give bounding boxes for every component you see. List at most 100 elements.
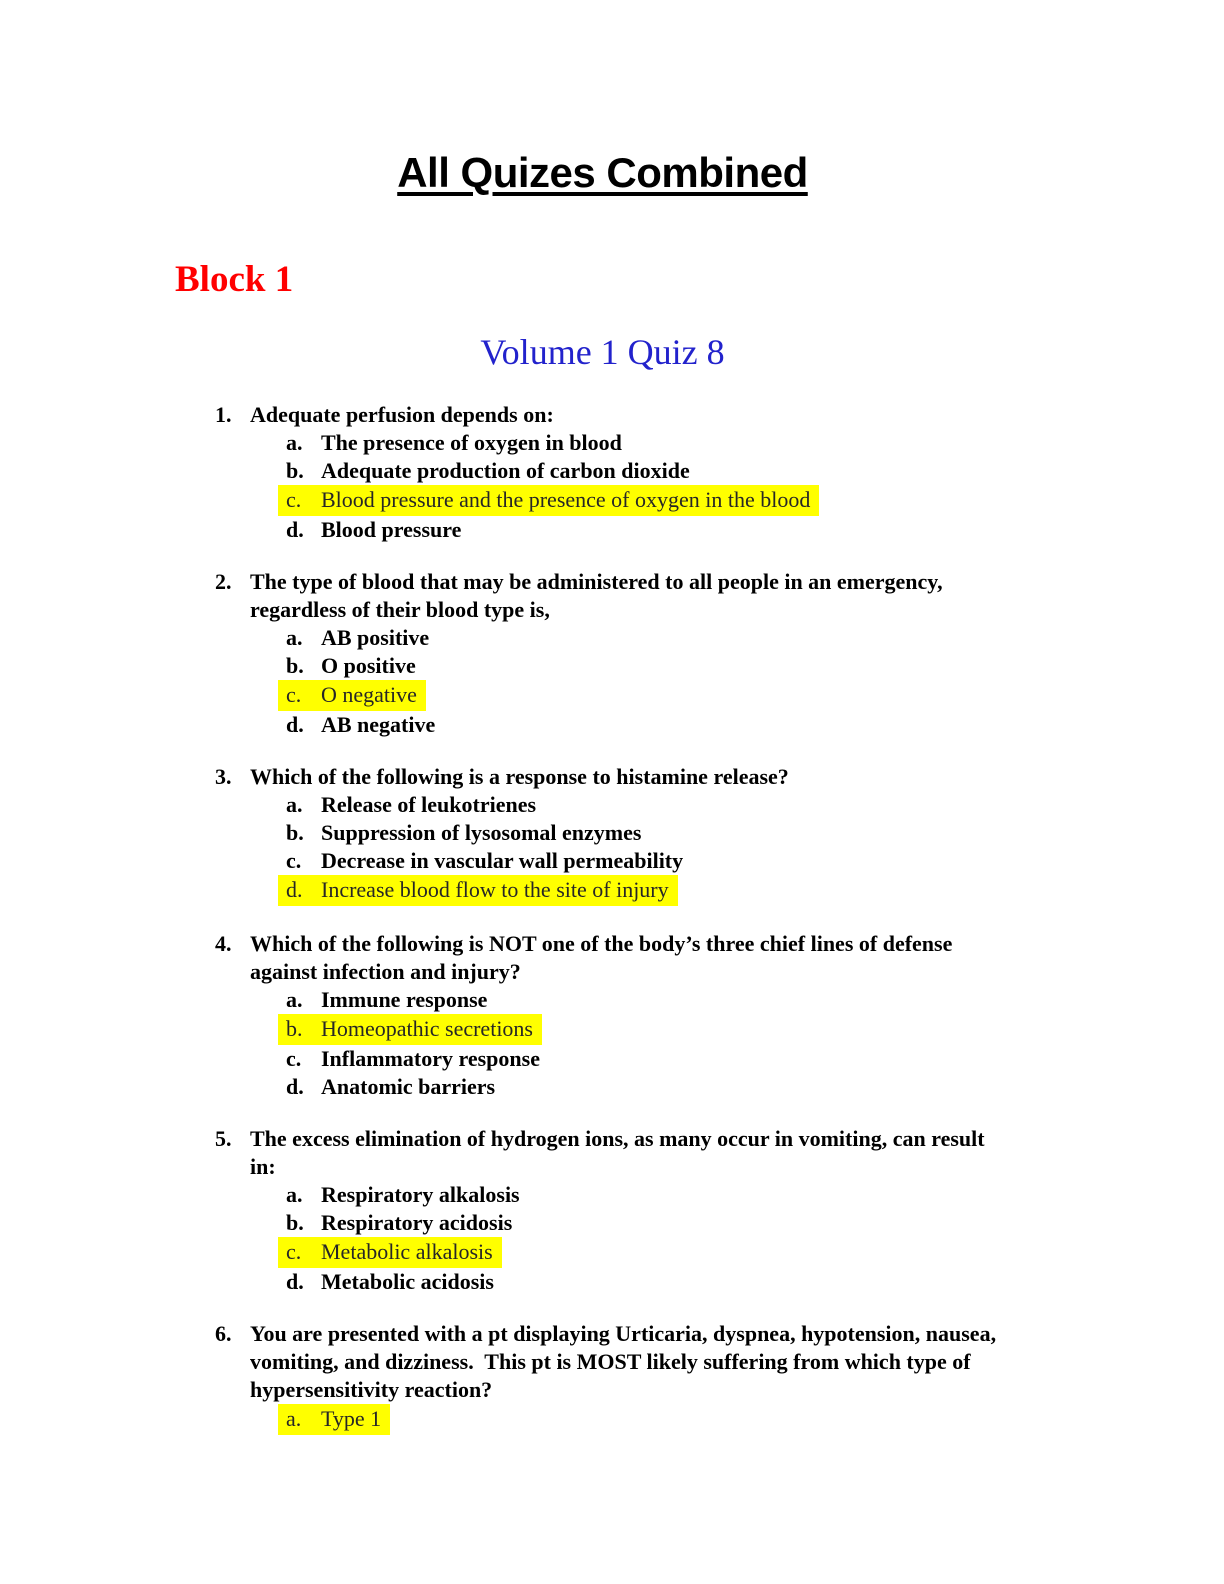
answer-option: b. Adequate production of carbon dioxide — [286, 457, 1030, 485]
answer-option: c. Inflammatory response — [286, 1045, 1030, 1073]
option-letter: d. — [286, 877, 303, 902]
option-text: Immune response — [321, 987, 488, 1012]
answer-option: b.Homeopathic secretions — [278, 1014, 1030, 1045]
option-letter: c. — [286, 1239, 302, 1264]
question-number: 2. — [215, 569, 232, 594]
question-line: against infection and injury? — [250, 959, 521, 984]
answer-option: a.AB positive — [286, 624, 1030, 652]
option-text: Metabolic alkalosis — [321, 1239, 493, 1264]
question-line: The type of blood that may be administer… — [250, 569, 943, 594]
answer-option: a. The presence of oxygen in blood — [286, 429, 1030, 457]
question-number: 3. — [215, 764, 232, 789]
question-line: Which of the following is NOT one of the… — [250, 931, 953, 956]
quiz-heading: Volume 1 Quiz 8 — [480, 332, 725, 372]
option-text: The presence of oxygen in blood — [321, 430, 622, 455]
answer-inner: b.O positive — [286, 652, 416, 680]
answer-option: b.O positive — [286, 652, 1030, 680]
answer-inner: a.AB positive — [286, 624, 429, 652]
option-text: Suppression of lysosomal enzymes — [321, 820, 642, 845]
questions-container: 1. Adequate perfusion depends on: a. The pr… — [175, 401, 1030, 1435]
option-letter: c. — [286, 1046, 302, 1071]
option-text: Homeopathic secretions — [321, 1016, 533, 1041]
answer-inner: d. Blood pressure — [286, 516, 461, 544]
answer-inner: b.Respiratory acidosis — [286, 1209, 512, 1237]
option-letter: a. — [286, 1406, 302, 1431]
option-letter: c. — [286, 487, 302, 512]
answer-inner: a.Release of leukotrienes — [286, 791, 536, 819]
answer-option: a. Immune response — [286, 986, 1030, 1014]
option-letter: a. — [286, 625, 303, 650]
question-item: 6.You are presented with a pt displaying… — [215, 1320, 1030, 1435]
option-letter: b. — [286, 458, 304, 483]
question-text: Adequate perfusion depends on: — [250, 401, 1030, 429]
option-letter: c. — [286, 682, 302, 707]
question-item: 1. Adequate perfusion depends on: a. The pr… — [215, 401, 1030, 544]
option-letter: a. — [286, 987, 303, 1012]
question-line: Which of the following is a response to … — [250, 764, 789, 789]
option-text: Blood pressure and the presence of oxyge… — [321, 487, 811, 512]
question-text: The excess elimination of hydrogen ions,… — [250, 1125, 1030, 1181]
option-letter: a. — [286, 430, 303, 455]
option-text: Type 1 — [321, 1406, 382, 1431]
question-head: 1. Adequate perfusion depends on: — [215, 401, 1030, 429]
question-head: 4. Which of the following is NOT one of t… — [215, 930, 1030, 986]
answer-option: d.Anatomic barriers — [286, 1073, 1030, 1101]
option-letter: b. — [286, 820, 304, 845]
option-letter: b. — [286, 1210, 304, 1235]
question-head: 3. Which of the following is a response t… — [215, 763, 1030, 791]
answer-option: a.Respiratory alkalosis — [286, 1181, 1030, 1209]
question-item: 5. The excess elimination of hydrogen ion… — [215, 1125, 1030, 1296]
option-letter: d. — [286, 1074, 304, 1099]
option-text: Blood pressure — [321, 517, 462, 542]
block-heading: Block 1 — [175, 259, 294, 300]
answer-option: b. Suppression of lysosomal enzymes — [286, 819, 1030, 847]
question-line: The excess elimination of hydrogen ions,… — [250, 1126, 985, 1151]
question-line: Adequate perfusion depends on: — [250, 402, 554, 427]
highlighted-answer: b.Homeopathic secretions — [278, 1014, 542, 1045]
answer-inner: d. AB negative — [286, 711, 435, 739]
option-text: Decrease in vascular wall permeability — [321, 848, 684, 873]
answer-inner: a. The presence of oxygen in blood — [286, 429, 622, 457]
option-text: Increase blood flow to the site of injur… — [321, 877, 669, 902]
question-head: 5. The excess elimination of hydrogen ion… — [215, 1125, 1030, 1181]
answer-option: d. Blood pressure — [286, 516, 1030, 544]
question-number: 4. — [215, 931, 232, 956]
question-line: regardless of their blood type is, — [250, 597, 550, 622]
option-text: Metabolic acidosis — [321, 1269, 494, 1294]
question-line: hypersensitivity reaction? — [250, 1377, 493, 1402]
highlighted-answer: a. Type 1 — [278, 1404, 391, 1435]
answer-inner: a.Respiratory alkalosis — [286, 1181, 520, 1209]
question-head: 6.You are presented with a pt displaying… — [215, 1320, 1030, 1404]
option-letter: d. — [286, 1269, 304, 1294]
answer-inner: d. Metabolic acidosis — [286, 1268, 494, 1296]
answer-inner: d.Anatomic barriers — [286, 1073, 495, 1101]
option-text: Adequate production of carbon dioxide — [321, 458, 690, 483]
question-text: Which of the following is NOT one of the… — [250, 930, 1030, 986]
question-item: 3. Which of the following is a response t… — [215, 763, 1030, 906]
answer-inner: c.Decrease in vascular wall permeability — [286, 847, 683, 875]
options-list: a. Type 1 — [278, 1404, 1030, 1435]
answer-inner: c. Inflammatory response — [286, 1045, 540, 1073]
answer-option: c. Metabolic alkalosis — [278, 1237, 1030, 1268]
option-letter: d. — [286, 517, 304, 542]
highlighted-answer: c. Blood pressure and the presence of oxy… — [278, 485, 820, 516]
option-letter: a. — [286, 1182, 303, 1207]
question-line: in: — [250, 1154, 276, 1179]
answer-option: a.Release of leukotrienes — [286, 791, 1030, 819]
question-number: 5. — [215, 1126, 232, 1151]
answer-option: d. Metabolic acidosis — [286, 1268, 1030, 1296]
question-line: vomiting, and dizziness. This pt is MOST… — [250, 1349, 971, 1374]
answer-option: c.O negative — [278, 680, 1030, 711]
option-text: Inflammatory response — [321, 1046, 540, 1071]
answer-option: c.Decrease in vascular wall permeability — [286, 847, 1030, 875]
question-number: 1. — [215, 402, 232, 427]
option-letter: d. — [286, 712, 304, 737]
document-content: All Quizes Combined Block 1 Volume 1 Qui… — [175, 150, 1030, 1435]
option-letter: a. — [286, 792, 303, 817]
option-text: AB negative — [321, 712, 436, 737]
